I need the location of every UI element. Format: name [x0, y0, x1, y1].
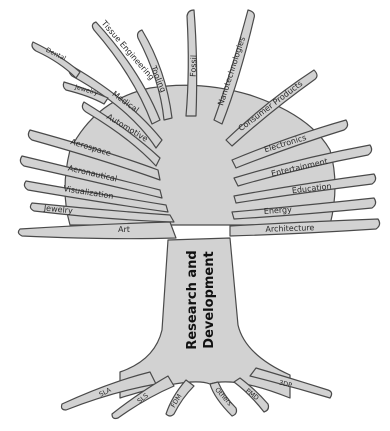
- trunk-label-line2: Development: [202, 251, 217, 348]
- branch-dental: [32, 42, 80, 78]
- label-jewelry-low: Jewelry: [42, 203, 73, 215]
- label-architecture: Architecture: [265, 223, 314, 234]
- trunk-label-line1: Research and: [185, 250, 200, 349]
- label-art: Art: [118, 225, 130, 234]
- label-fossil: Fossil: [189, 55, 199, 77]
- branch-art: [18, 222, 176, 239]
